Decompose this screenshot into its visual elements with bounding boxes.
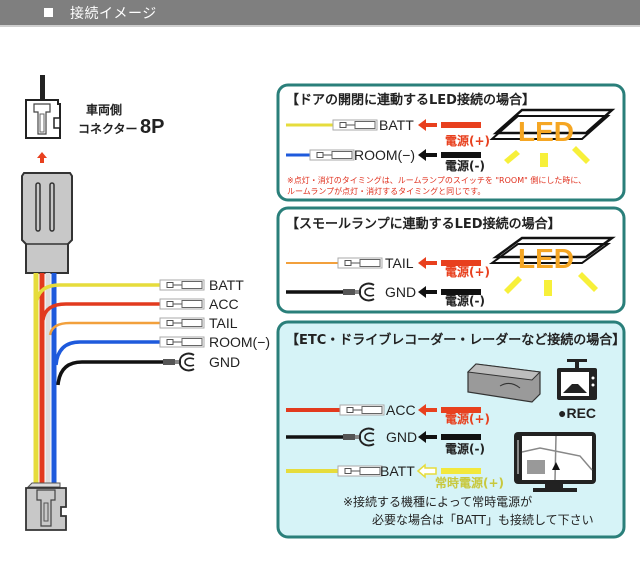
navigation-monitor-icon (514, 432, 596, 492)
box1-row2-label: ROOM(−) (354, 147, 415, 163)
box3-note-line2: 必要な場合は「BATT」も接続して下さい (372, 512, 594, 527)
section-header: 接続イメージ (0, 0, 640, 27)
box1-row1-power: 電源(+) (445, 133, 490, 148)
left-arrow-icon (418, 149, 481, 161)
box3-row3-power: 常時電源(+) (435, 475, 504, 490)
box2-row1-label: TAIL (385, 255, 414, 271)
section-title: 接続イメージ (70, 6, 157, 22)
box1-led-text: LED (518, 116, 574, 147)
box2-row2-label: GND (385, 284, 416, 300)
left-arrow-icon (418, 257, 481, 269)
box3-row1-power: 電源(+) (445, 411, 490, 426)
box1-note-line2: ルームランプが点灯・消灯するタイミングと同じです。 (287, 186, 485, 196)
left-arrow-icon (418, 286, 481, 298)
harness-branch-gnd (56, 352, 195, 386)
harness-branch-tail (48, 317, 205, 336)
etc-unit-icon (466, 363, 542, 403)
left-arrow-icon (418, 404, 481, 416)
box3-title: 【ETC・ドライブレコーダー・レーダーなど接続の場合】 (286, 332, 625, 348)
box-etc-drive-recorder: 【ETC・ドライブレコーダー・レーダーなど接続の場合】 ●REC (276, 320, 626, 539)
box2-led-text: LED (518, 243, 574, 274)
box-door-linked-led: 【ドアの開閉に連動するLED接続の場合】 BATT 電源(+) ROOM(−) … (276, 83, 626, 202)
harness-label-acc: ACC (209, 296, 239, 312)
connector-pin-count: 8P (140, 116, 164, 138)
harness-label-room: ROOM(−) (209, 334, 270, 350)
harness-branch-room (54, 336, 205, 366)
box1-row1-label: BATT (379, 117, 414, 133)
harness-branch-acc (41, 298, 205, 321)
dashcam-icon (557, 359, 597, 400)
box3-note-line1: ※接続する機種によって常時電源が (343, 494, 532, 509)
box3-row2-label: GND (386, 429, 417, 445)
box3-row3-label: BATT (380, 463, 415, 479)
harness-label-batt: BATT (209, 277, 244, 293)
box3-row1-label: ACC (386, 402, 416, 418)
up-arrow-icon (37, 152, 47, 163)
box2-row1-power: 電源(+) (445, 264, 490, 279)
harness-connector (21, 172, 73, 274)
vehicle-connector-top (25, 75, 61, 139)
bullet-square-icon (44, 8, 53, 17)
hollow-left-arrow-icon (416, 463, 481, 479)
box1-row2-power: 電源(-) (445, 158, 485, 173)
box-small-lamp-linked-led: 【スモールランプに連動するLED接続の場合】 TAIL 電源(+) GND 電源… (276, 206, 626, 314)
box2-title: 【スモールランプに連動するLED接続の場合】 (286, 216, 561, 232)
box2-row2-power: 電源(-) (445, 293, 485, 308)
harness-label-tail: TAIL (209, 315, 238, 331)
box1-title: 【ドアの開閉に連動するLED接続の場合】 (286, 92, 535, 108)
vehicle-connector-bottom (25, 482, 67, 531)
connector-label-line1: 車両側 (86, 102, 122, 117)
left-arrow-icon (418, 119, 481, 131)
box1-note-line1: ※点灯・消灯のタイミングは、ルームランプのスイッチを "ROOM" 側にした時に… (287, 175, 586, 185)
led-panel-icon (489, 108, 616, 167)
left-arrow-icon (418, 431, 481, 443)
led-panel-icon (488, 236, 616, 296)
box3-row2-power: 電源(-) (445, 441, 485, 456)
harness-label-gnd: GND (209, 354, 240, 370)
connector-label-line2: コネクター (78, 122, 138, 136)
harness-branch-batt (35, 279, 205, 301)
rec-label: ●REC (558, 405, 596, 421)
